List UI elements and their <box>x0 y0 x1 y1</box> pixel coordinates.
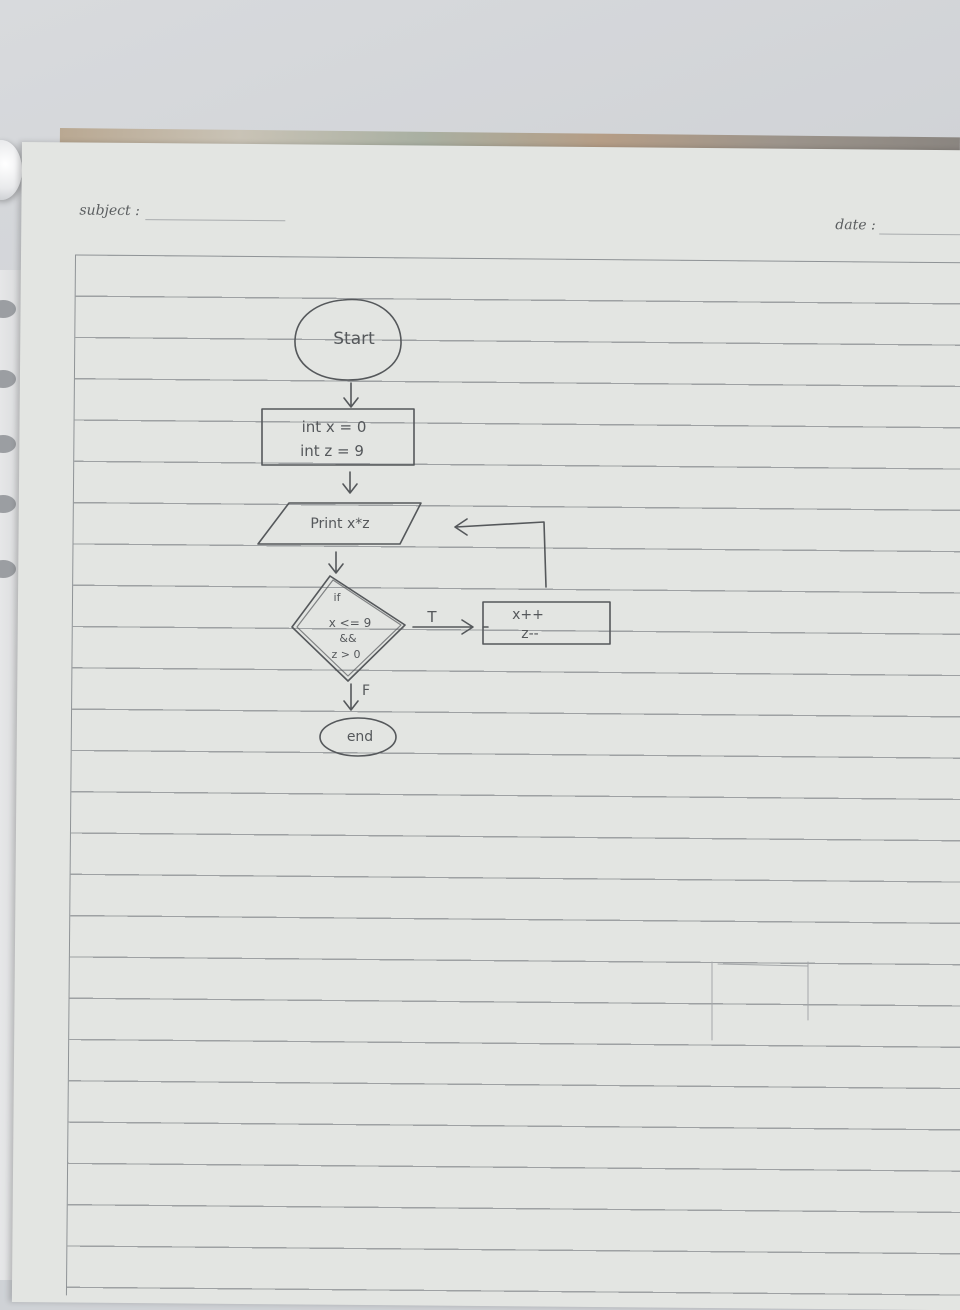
output-parallelogram <box>257 502 422 545</box>
decision-line-1: if <box>334 591 342 604</box>
binder-hole <box>0 435 16 453</box>
arrow-output-to-decision <box>328 551 344 574</box>
arrow-start-to-init <box>343 382 359 408</box>
binder-hole <box>0 495 16 513</box>
binder-hole <box>0 560 16 578</box>
flowchart: Start int x = 0 int z = 9 Print x*z if x… <box>257 298 809 1041</box>
binder-hole <box>0 300 16 318</box>
init-line-1: int x = 0 <box>302 418 367 436</box>
arrow-loop-back <box>454 518 547 588</box>
init-process-box <box>261 408 415 466</box>
binder-hole <box>0 370 16 388</box>
decision-line-3: && <box>339 632 357 645</box>
output-label: Print x*z <box>310 516 369 532</box>
update-line-2: z-- <box>521 626 538 642</box>
update-process-box <box>482 601 611 645</box>
start-terminal <box>294 298 402 381</box>
decision-line-2: x <= 9 <box>329 616 371 630</box>
update-line-1: x++ <box>512 607 544 623</box>
arrow-false-branch <box>343 683 359 711</box>
end-label: end <box>347 729 373 745</box>
start-label: Start <box>333 329 375 349</box>
decision-line-4: z > 0 <box>332 648 361 661</box>
false-label: F <box>362 683 370 699</box>
faint-scribble <box>711 961 809 1041</box>
end-terminal <box>319 717 397 757</box>
arrow-true-branch <box>412 619 474 635</box>
earbud <box>0 140 22 200</box>
init-line-2: int z = 9 <box>300 442 364 460</box>
decision-diamond <box>291 575 406 682</box>
arrow-init-to-output <box>342 471 358 494</box>
true-label: T <box>426 608 437 626</box>
